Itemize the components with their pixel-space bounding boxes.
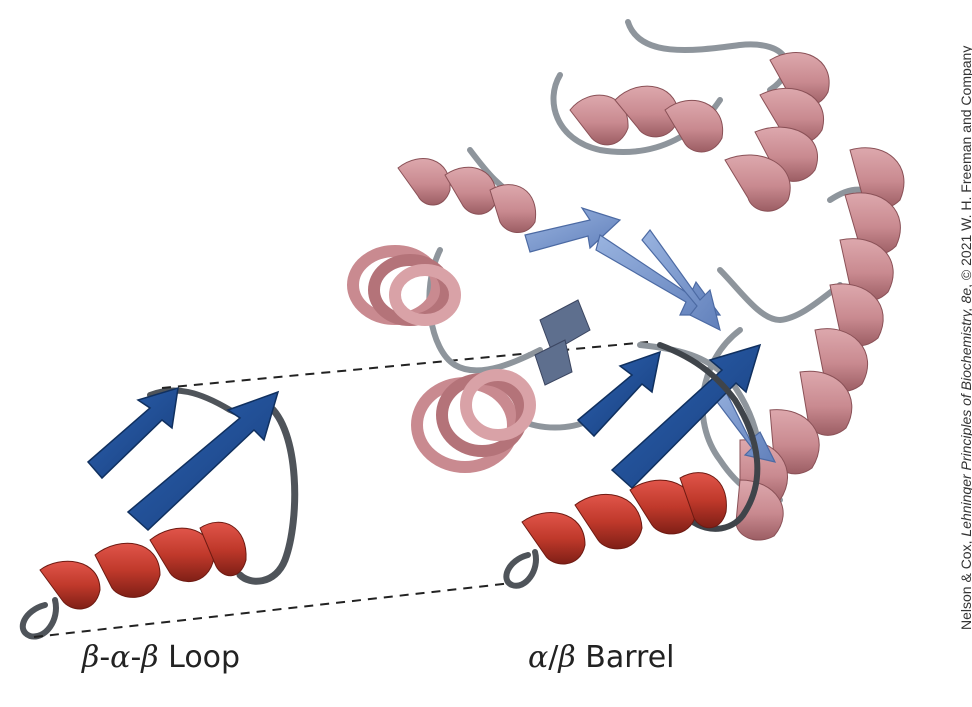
barrel-end-on-helix-upper xyxy=(347,245,461,326)
alpha-beta-barrel xyxy=(347,19,905,589)
left-alpha-helix xyxy=(39,521,247,610)
beta-alpha-beta-loop-motif xyxy=(19,386,299,640)
caption-greek-beta: β xyxy=(558,640,576,675)
barrel-red-alpha-helix xyxy=(521,472,727,565)
left-crossover-loop xyxy=(236,401,299,585)
barrel-end-on-helix-lower xyxy=(411,369,536,473)
caption-greek-beta: β xyxy=(141,640,159,675)
barrel-front-loop xyxy=(657,342,761,532)
beta-alpha-beta-loop-caption: β-α-β Loop xyxy=(82,640,240,675)
caption-greek-alpha: α xyxy=(528,640,549,675)
left-terminal-loop xyxy=(19,597,59,640)
barrel-beta-strand-front-1 xyxy=(576,350,661,438)
barrel-light-strands xyxy=(524,206,777,463)
credit-authors: Nelson & Cox, xyxy=(958,540,972,630)
barrel-beta-strand-front-2 xyxy=(610,343,762,490)
caption-text: Loop xyxy=(158,640,241,675)
credit-book-title: Lehninger Principles of Biochemistry, 8e xyxy=(958,287,972,537)
caption-greek-beta: β xyxy=(82,640,100,675)
caption-text: Barrel xyxy=(575,640,675,675)
alpha-beta-barrel-caption: α/β Barrel xyxy=(528,640,675,675)
caption-separator: / xyxy=(548,640,559,675)
barrel-gray-strands xyxy=(534,299,591,386)
credit-publisher: , © 2021 W. H. Freeman and Company xyxy=(958,45,972,288)
left-beta-strand-2 xyxy=(126,390,280,532)
left-beta-strand-1 xyxy=(86,386,179,480)
barrel-terminal-loop xyxy=(503,549,539,589)
copyright-credit: Nelson & Cox, Lehninger Principles of Bi… xyxy=(958,46,972,630)
caption-greek-alpha: α xyxy=(110,640,131,675)
caption-separator: - xyxy=(130,640,142,675)
caption-separator: - xyxy=(99,640,111,675)
